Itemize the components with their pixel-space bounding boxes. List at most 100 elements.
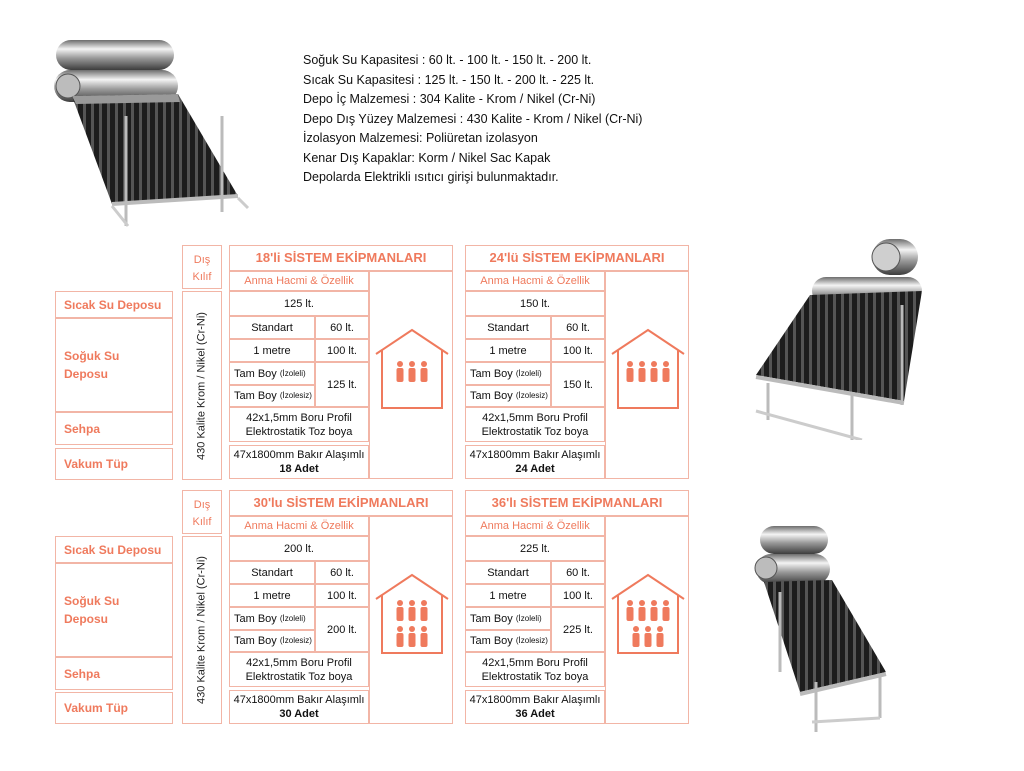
house-icon (375, 328, 449, 409)
person-icon (644, 626, 652, 647)
family-house-icon (605, 516, 689, 724)
house-icon (611, 328, 685, 409)
bir-metre-label: 1 metre (229, 584, 315, 607)
row-label-vakum-tup: Vakum Tüp (55, 448, 173, 480)
standart-label: Standart (465, 316, 551, 339)
bir-metre-label: 1 metre (465, 584, 551, 607)
dis-kilif-header: Dış Kılıf (182, 245, 222, 289)
sehpa-line: 42x1,5mm Boru Profil (482, 656, 588, 669)
izolesiz-text: (İzolesiz) (279, 391, 312, 400)
solar-water-heater-image (54, 40, 250, 227)
person-icon (408, 600, 416, 621)
sehpa-line: Elektrostatik Toz boya (481, 425, 589, 438)
anma-hacmi-header: Anma Hacmi & Özellik (229, 271, 369, 291)
person-icon (650, 600, 658, 621)
sicak-su-value: 200 lt. (229, 536, 369, 561)
system-title: 30'lu SİSTEM EKİPMANLARI (229, 490, 453, 516)
person-icon (662, 361, 670, 382)
system-title: 24'lü SİSTEM EKİPMANLARI (465, 245, 689, 271)
sicak-su-value: 225 lt. (465, 536, 605, 561)
sehpa-line: 42x1,5mm Boru Profil (246, 411, 352, 424)
row-label-sicak-su-deposu: Sıcak Su Deposu (55, 536, 173, 563)
tam-boy-izolesiz-label: Tam Boy (İzolesiz) (465, 630, 551, 652)
vakum-tup-value: 47x1800mm Bakır Alaşımlı 30 Adet (229, 690, 369, 724)
tube-count: 18 Adet (279, 463, 319, 475)
person-icon (632, 626, 640, 647)
row-label-text: Soğuk Su Deposu (64, 594, 120, 626)
row-label-text: Vakum Tüp (64, 457, 129, 471)
izolesiz-text: (İzolesiz) (515, 636, 548, 645)
sicak-su-value: 125 lt. (229, 291, 369, 316)
tam-boy-value: 200 lt. (315, 607, 369, 652)
family-house-icon (369, 271, 453, 479)
person-icon (638, 361, 646, 382)
vakum-adet: 24 Adet (515, 462, 554, 476)
izolesiz-text: (İzolesiz) (515, 391, 548, 400)
tam-boy-izolesiz-label: Tam Boy (İzolesiz) (229, 385, 315, 407)
solar-water-heater-image (755, 239, 922, 440)
tam-boy-izoleli-label: Tam Boy (İzoleli) (229, 607, 315, 630)
standart-label: Standart (465, 561, 551, 584)
tam-boy-text: Tam Boy (470, 635, 513, 647)
row-label-soguk-su-deposu: Soğuk Su Deposu (55, 318, 173, 412)
row-label-text: Soğuk Su Deposu (64, 349, 120, 381)
vakum-tup-value: 47x1800mm Bakır Alaşımlı 18 Adet (229, 445, 369, 479)
dis-kilif-column: 430 Kalite Krom / Nikel (Cr-Ni) (182, 536, 222, 724)
row-label-sicak-su-deposu: Sıcak Su Deposu (55, 291, 173, 318)
bir-metre-value: 100 lt. (551, 584, 605, 607)
row-label-sehpa: Sehpa (55, 412, 173, 445)
tam-boy-izoleli-label: Tam Boy (İzoleli) (229, 362, 315, 385)
person-icon (626, 361, 634, 382)
tam-boy-text: Tam Boy (234, 390, 277, 402)
row-label-soguk-su-deposu: Soğuk Su Deposu (55, 563, 173, 657)
tam-boy-izolesiz-label: Tam Boy (İzolesiz) (229, 630, 315, 652)
row-label-text: Vakum Tüp (64, 701, 129, 715)
bir-metre-label: 1 metre (465, 339, 551, 362)
tube-count: 36 Adet (515, 708, 555, 720)
tam-boy-izoleli-label: Tam Boy (İzoleli) (465, 362, 551, 385)
dis-kilif-text: Dış Kılıf (192, 254, 212, 283)
sehpa-line: Elektrostatik Toz boya (245, 425, 353, 438)
vakum-line: 47x1800mm Bakır Alaşımlı (233, 449, 365, 461)
izoleli-text: (İzoleli) (515, 368, 542, 378)
vakum-tup-value: 47x1800mm Bakır Alaşımlı 24 Adet (465, 445, 605, 479)
person-icon (396, 361, 404, 382)
person-icon (662, 600, 670, 621)
spec-line: Depolarda Elektrikli ısıtıcı girişi bulu… (303, 170, 559, 184)
spec-line: İzolasyon Malzemesi: Poliüretan izolasyo… (303, 131, 538, 145)
person-icon (638, 600, 646, 621)
tam-boy-value: 225 lt. (551, 607, 605, 652)
family-house-icon (605, 271, 689, 479)
tam-boy-text: Tam Boy (234, 612, 277, 625)
tam-boy-text: Tam Boy (470, 367, 513, 380)
row-label-text: Sehpa (64, 421, 101, 436)
family-house-icon (369, 516, 453, 724)
standart-label: Standart (229, 316, 315, 339)
tam-boy-izoleli-label: Tam Boy (İzoleli) (465, 607, 551, 630)
sehpa-value: 42x1,5mm Boru Profil Elektrostatik Toz b… (465, 407, 605, 442)
standart-label: Standart (229, 561, 315, 584)
row-label-text: Sıcak Su Deposu (64, 542, 162, 557)
anma-hacmi-header: Anma Hacmi & Özellik (465, 271, 605, 291)
row-label-vakum-tup: Vakum Tüp (55, 692, 173, 724)
sehpa-line: 42x1,5mm Boru Profil (482, 411, 588, 424)
dis-kilif-column: 430 Kalite Krom / Nikel (Cr-Ni) (182, 291, 222, 480)
solar-water-heater-image (754, 526, 887, 732)
vakum-line: 47x1800mm Bakır Alaşımlı (469, 449, 601, 461)
vakum-tup-value: 47x1800mm Bakır Alaşımlı 36 Adet (465, 690, 605, 724)
tam-boy-text: Tam Boy (234, 367, 277, 380)
person-icon (420, 600, 428, 621)
sehpa-line: 42x1,5mm Boru Profil (246, 656, 352, 669)
person-icon (420, 361, 428, 382)
spec-line: Depo İç Malzemesi : 304 Kalite - Krom / … (303, 92, 596, 106)
bir-metre-value: 100 lt. (315, 584, 369, 607)
vakum-adet: 30 Adet (279, 707, 318, 721)
person-icon (396, 626, 404, 647)
izoleli-text: (İzoleli) (515, 613, 542, 623)
row-label-sehpa: Sehpa (55, 657, 173, 690)
sehpa-line: Elektrostatik Toz boya (245, 670, 353, 683)
tube-count: 24 Adet (515, 463, 555, 475)
tam-boy-izolesiz-label: Tam Boy (İzolesiz) (465, 385, 551, 407)
izoleli-text: (İzoleli) (279, 368, 306, 378)
spec-list: Soğuk Su Kapasitesi : 60 lt. - 100 lt. -… (303, 51, 743, 188)
